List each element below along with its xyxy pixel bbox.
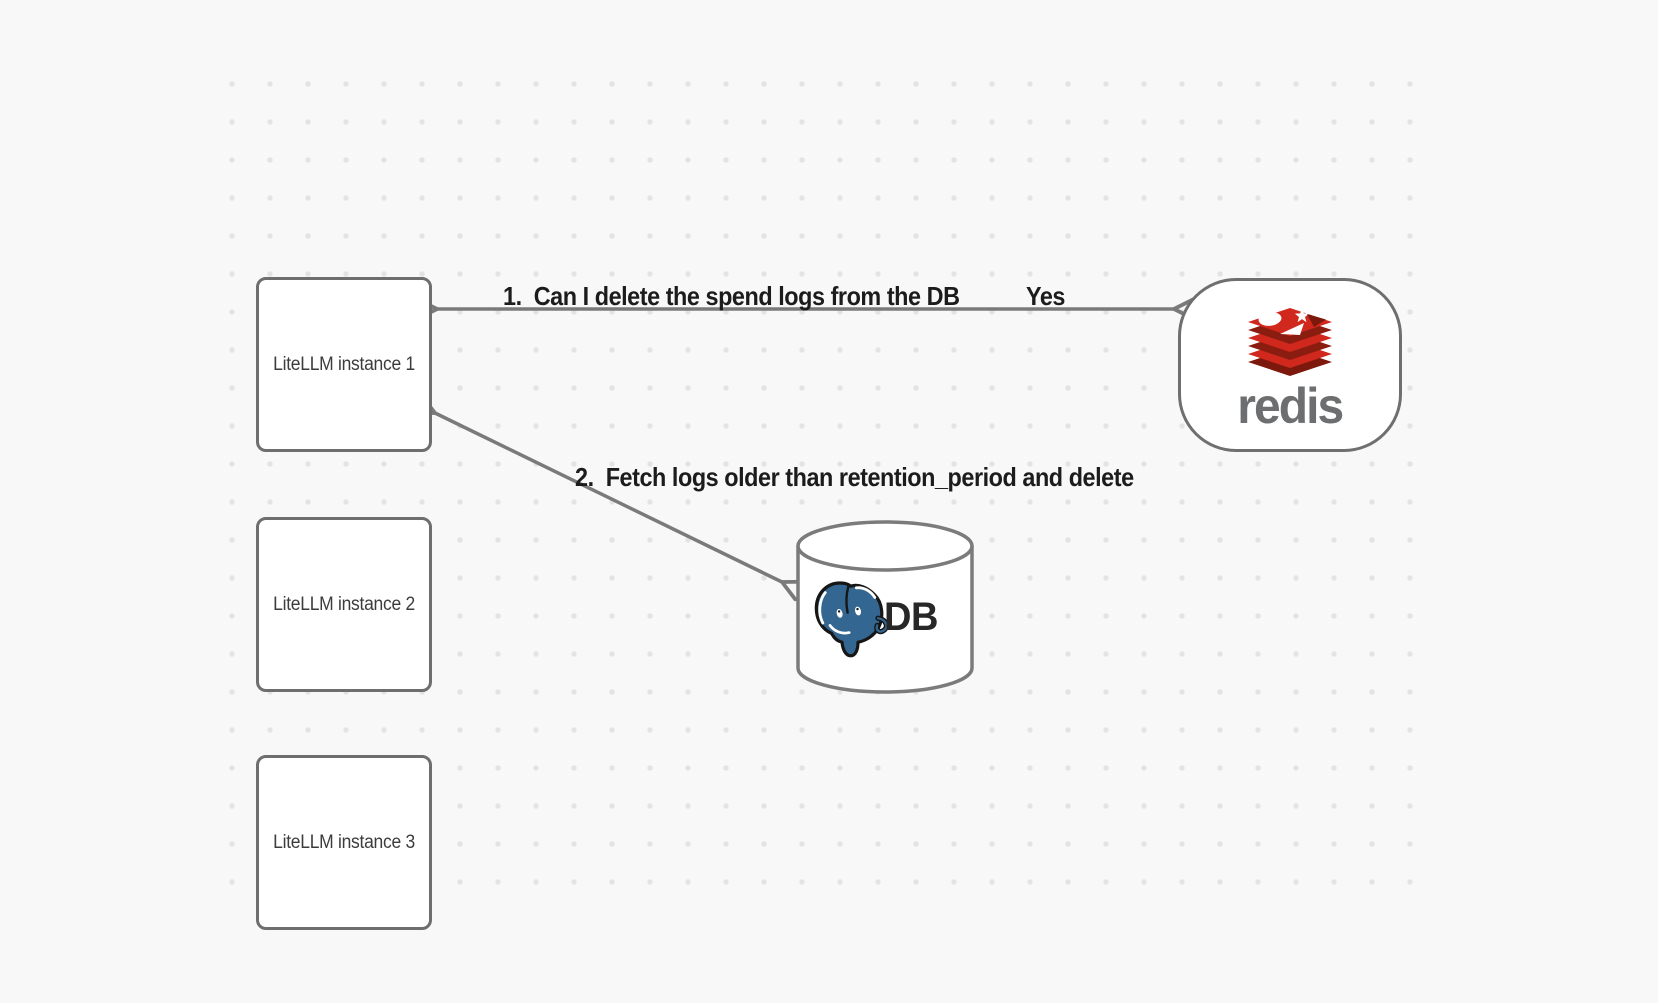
edge-label-fetch-logs: 2. Fetch logs older than retention_perio… <box>575 462 1134 492</box>
postgresql-logo-icon <box>814 581 889 658</box>
node-redis[interactable]: redis <box>1178 278 1402 452</box>
redis-logo-icon <box>1248 308 1332 376</box>
edge-label-delete-spend-logs: 1. Can I delete the spend logs from the … <box>503 281 960 311</box>
redis-wordmark: redis <box>1237 378 1344 434</box>
arrow-litellm-db[interactable] <box>411 393 806 602</box>
edge-label-yes: Yes <box>1026 281 1065 311</box>
node-litellm-instance-1[interactable]: LiteLLM instance 1 <box>256 277 432 452</box>
node-label: LiteLLM instance 1 <box>273 353 415 375</box>
node-litellm-instance-3[interactable]: LiteLLM instance 3 <box>256 755 432 930</box>
node-label: LiteLLM instance 2 <box>273 593 415 615</box>
db-node-label: DB <box>884 595 938 639</box>
node-label: LiteLLM instance 3 <box>273 831 415 853</box>
node-litellm-instance-2[interactable]: LiteLLM instance 2 <box>256 517 432 692</box>
